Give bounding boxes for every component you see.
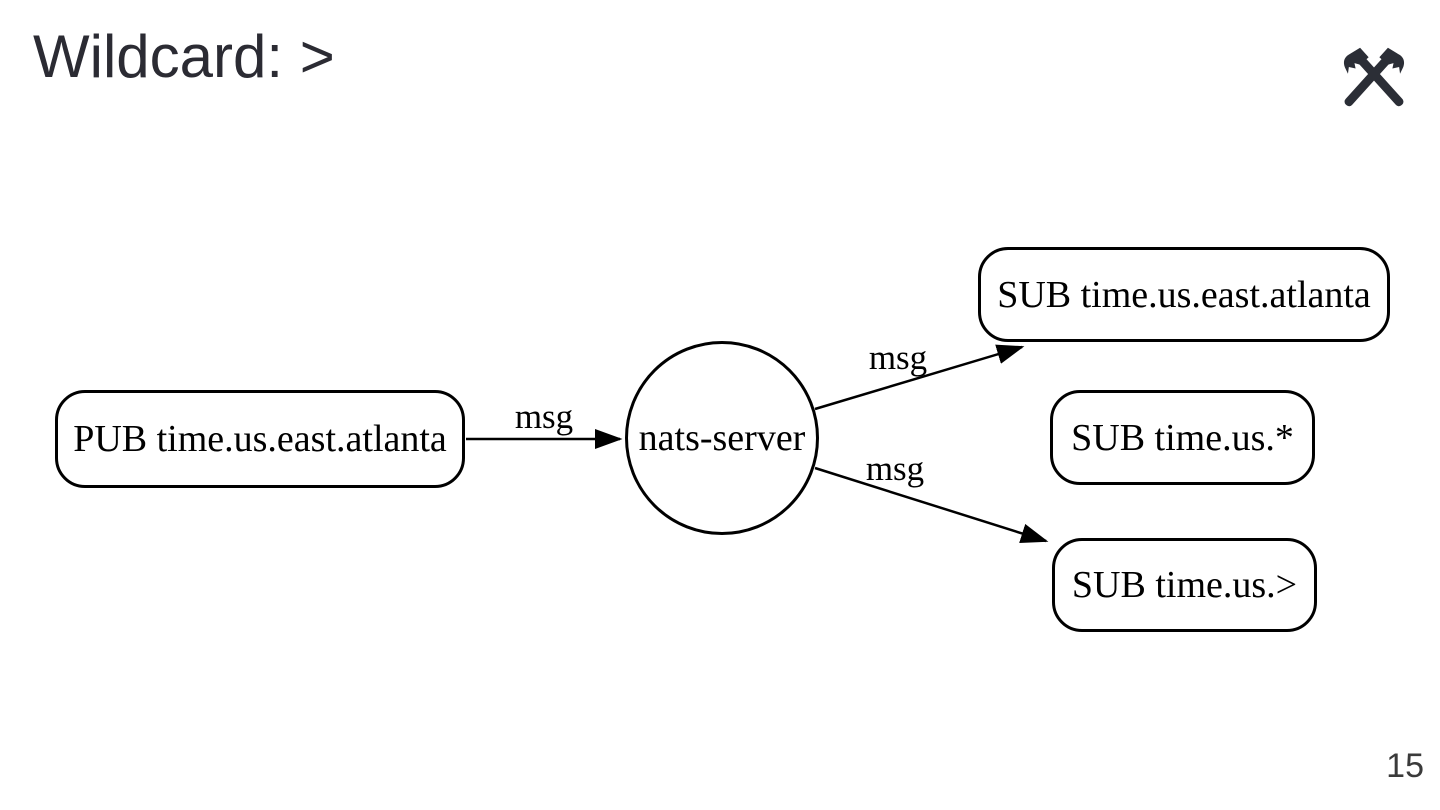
nats-server-node: nats-server bbox=[625, 341, 819, 535]
edge-label-msg-top: msg bbox=[868, 338, 928, 377]
pub-node: PUB time.us.east.atlanta bbox=[55, 390, 465, 488]
sub-node-time-us-star: SUB time.us.* bbox=[1050, 390, 1315, 485]
edge-label-msg-pub: msg bbox=[514, 397, 574, 436]
page-number: 15 bbox=[1386, 747, 1424, 785]
edge-server-to-sub-east-atlanta bbox=[814, 344, 1025, 411]
edge-label-msg-bottom: msg bbox=[865, 449, 925, 488]
edge-server-to-sub-gt bbox=[814, 466, 1049, 544]
crossed-hammers-icon bbox=[1334, 30, 1414, 110]
sub-node-time-us-gt: SUB time.us.> bbox=[1052, 538, 1317, 632]
slide-title: Wildcard: > bbox=[33, 23, 335, 90]
sub-node-time-us-east-atlanta: SUB time.us.east.atlanta bbox=[978, 247, 1390, 342]
